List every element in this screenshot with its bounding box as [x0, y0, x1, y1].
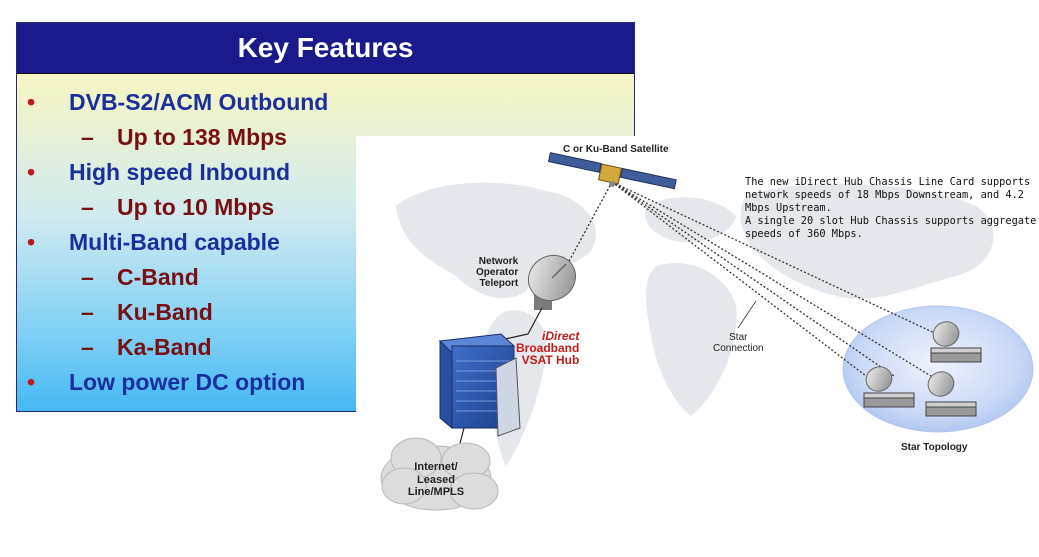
teleport-label-line: Network [478, 256, 519, 267]
remote-terminal-icon [930, 321, 982, 363]
teleport-dish-icon [527, 254, 577, 310]
cloud-icon [380, 437, 499, 511]
star-connection-line: Star [729, 332, 748, 343]
cloud-label-line: Internet/ [414, 461, 458, 473]
feature-text: Ka-Band [117, 334, 212, 360]
star-connection-label: Star Connection [713, 332, 764, 354]
network-diagram: C or Ku-Band Satellite Network Operator … [356, 136, 1039, 557]
cloud-label-line: Line/MPLS [407, 486, 465, 498]
feature-text: Up to 138 Mbps [117, 124, 287, 150]
remote-terminal-icon [925, 371, 977, 417]
star-connection-leader [737, 300, 757, 329]
bullet-icon: • [27, 229, 36, 255]
key-features-title: Key Features [17, 23, 634, 74]
feature-text: C-Band [117, 264, 199, 290]
star-topology-label: Star Topology [901, 442, 968, 453]
dash-icon: – [81, 194, 94, 220]
dash-icon: – [81, 124, 94, 150]
satellite-label: C or Ku-Band Satellite [563, 144, 669, 155]
feature-text: DVB-S2/ACM Outbound [69, 89, 329, 115]
feature-text: Ku-Band [117, 299, 213, 325]
remote-terminal-icon [863, 366, 915, 408]
bullet-icon: • [27, 369, 36, 395]
satellite-icon [547, 152, 677, 190]
feature-text: Low power DC option [69, 369, 306, 395]
teleport-label: Network Operator Teleport [476, 256, 518, 289]
star-connection-line: Connection [713, 343, 764, 354]
dash-icon: – [81, 299, 94, 325]
hub-label-line: Broadband [516, 341, 580, 355]
hub-label: iDirect Broadband VSAT Hub [516, 330, 579, 366]
diagram-graphics [380, 152, 1034, 511]
hub-description: The new iDirect Hub Chassis Line Card su… [745, 176, 1039, 241]
description-line: speeds of 360 Mbps. [745, 228, 863, 240]
dash-icon: – [81, 334, 94, 360]
hub-rack-icon [438, 333, 521, 437]
teleport-label-line: Teleport [479, 278, 519, 289]
bullet-icon: • [27, 89, 36, 115]
feature-text: Up to 10 Mbps [117, 194, 275, 220]
feature-text: Multi-Band capable [69, 229, 280, 255]
description-line: Mbps Upstream. [745, 202, 832, 214]
dash-icon: – [81, 264, 94, 290]
description-line: The new iDirect Hub Chassis Line Card su… [745, 176, 1031, 188]
satellite-links [560, 181, 942, 377]
bullet-icon: • [27, 159, 36, 185]
cloud-label: Internet/ Leased Line/MPLS [401, 461, 471, 499]
feature-text: High speed Inbound [69, 159, 291, 185]
hub-label-line: VSAT Hub [521, 353, 580, 367]
description-line: A single 20 slot Hub Chassis supports ag… [745, 215, 1037, 227]
cloud-label-line: Leased [417, 473, 455, 486]
hub-brand: iDirect [541, 329, 580, 343]
description-line: network speeds of 18 Mbps Downstream, an… [745, 189, 1024, 201]
teleport-label-line: Operator [476, 267, 519, 278]
